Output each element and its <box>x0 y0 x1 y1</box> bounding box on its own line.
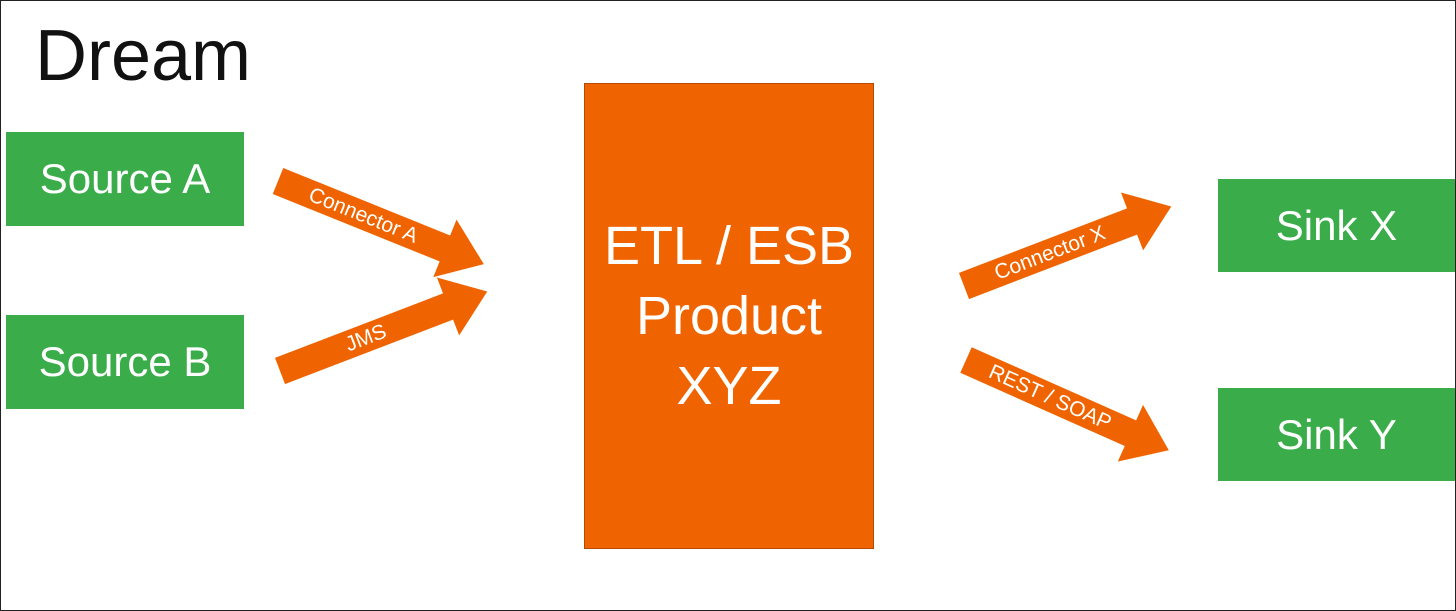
sink-y-box: Sink Y <box>1218 388 1455 481</box>
jms-arrow-shape <box>274 277 488 385</box>
source-a-label: Source A <box>39 155 211 202</box>
connector-x-arrow: Connector X <box>958 192 1172 300</box>
slide-title: Dream <box>35 16 252 96</box>
connector-x-arrow-shape <box>958 192 1172 300</box>
sink-x-label: Sink X <box>1275 201 1398 249</box>
connector-a-arrow-shape <box>272 168 484 278</box>
source-b-label: Source B <box>38 338 212 385</box>
center-line-2: Product <box>635 286 823 346</box>
jms-arrow: JMS <box>274 277 488 385</box>
sink-y-label: Sink Y <box>1276 410 1397 458</box>
rest-soap-arrow-shape <box>960 347 1169 462</box>
center-line-1: ETL / ESB <box>603 216 855 276</box>
connector-a-arrow: Connector A <box>272 168 484 278</box>
connector-a-label: Connector A <box>305 183 421 248</box>
source-a-box: Source A <box>6 132 244 226</box>
center-line-3: XYZ <box>676 356 782 416</box>
etl-esb-product-box: ETL / ESB Product XYZ <box>584 83 874 549</box>
rest-soap-label: REST / SOAP <box>985 360 1114 434</box>
sink-x-box: Sink X <box>1218 179 1455 272</box>
rest-soap-arrow: REST / SOAP <box>960 347 1169 462</box>
source-b-box: Source B <box>6 315 244 409</box>
connector-x-label: Connector X <box>991 221 1108 284</box>
